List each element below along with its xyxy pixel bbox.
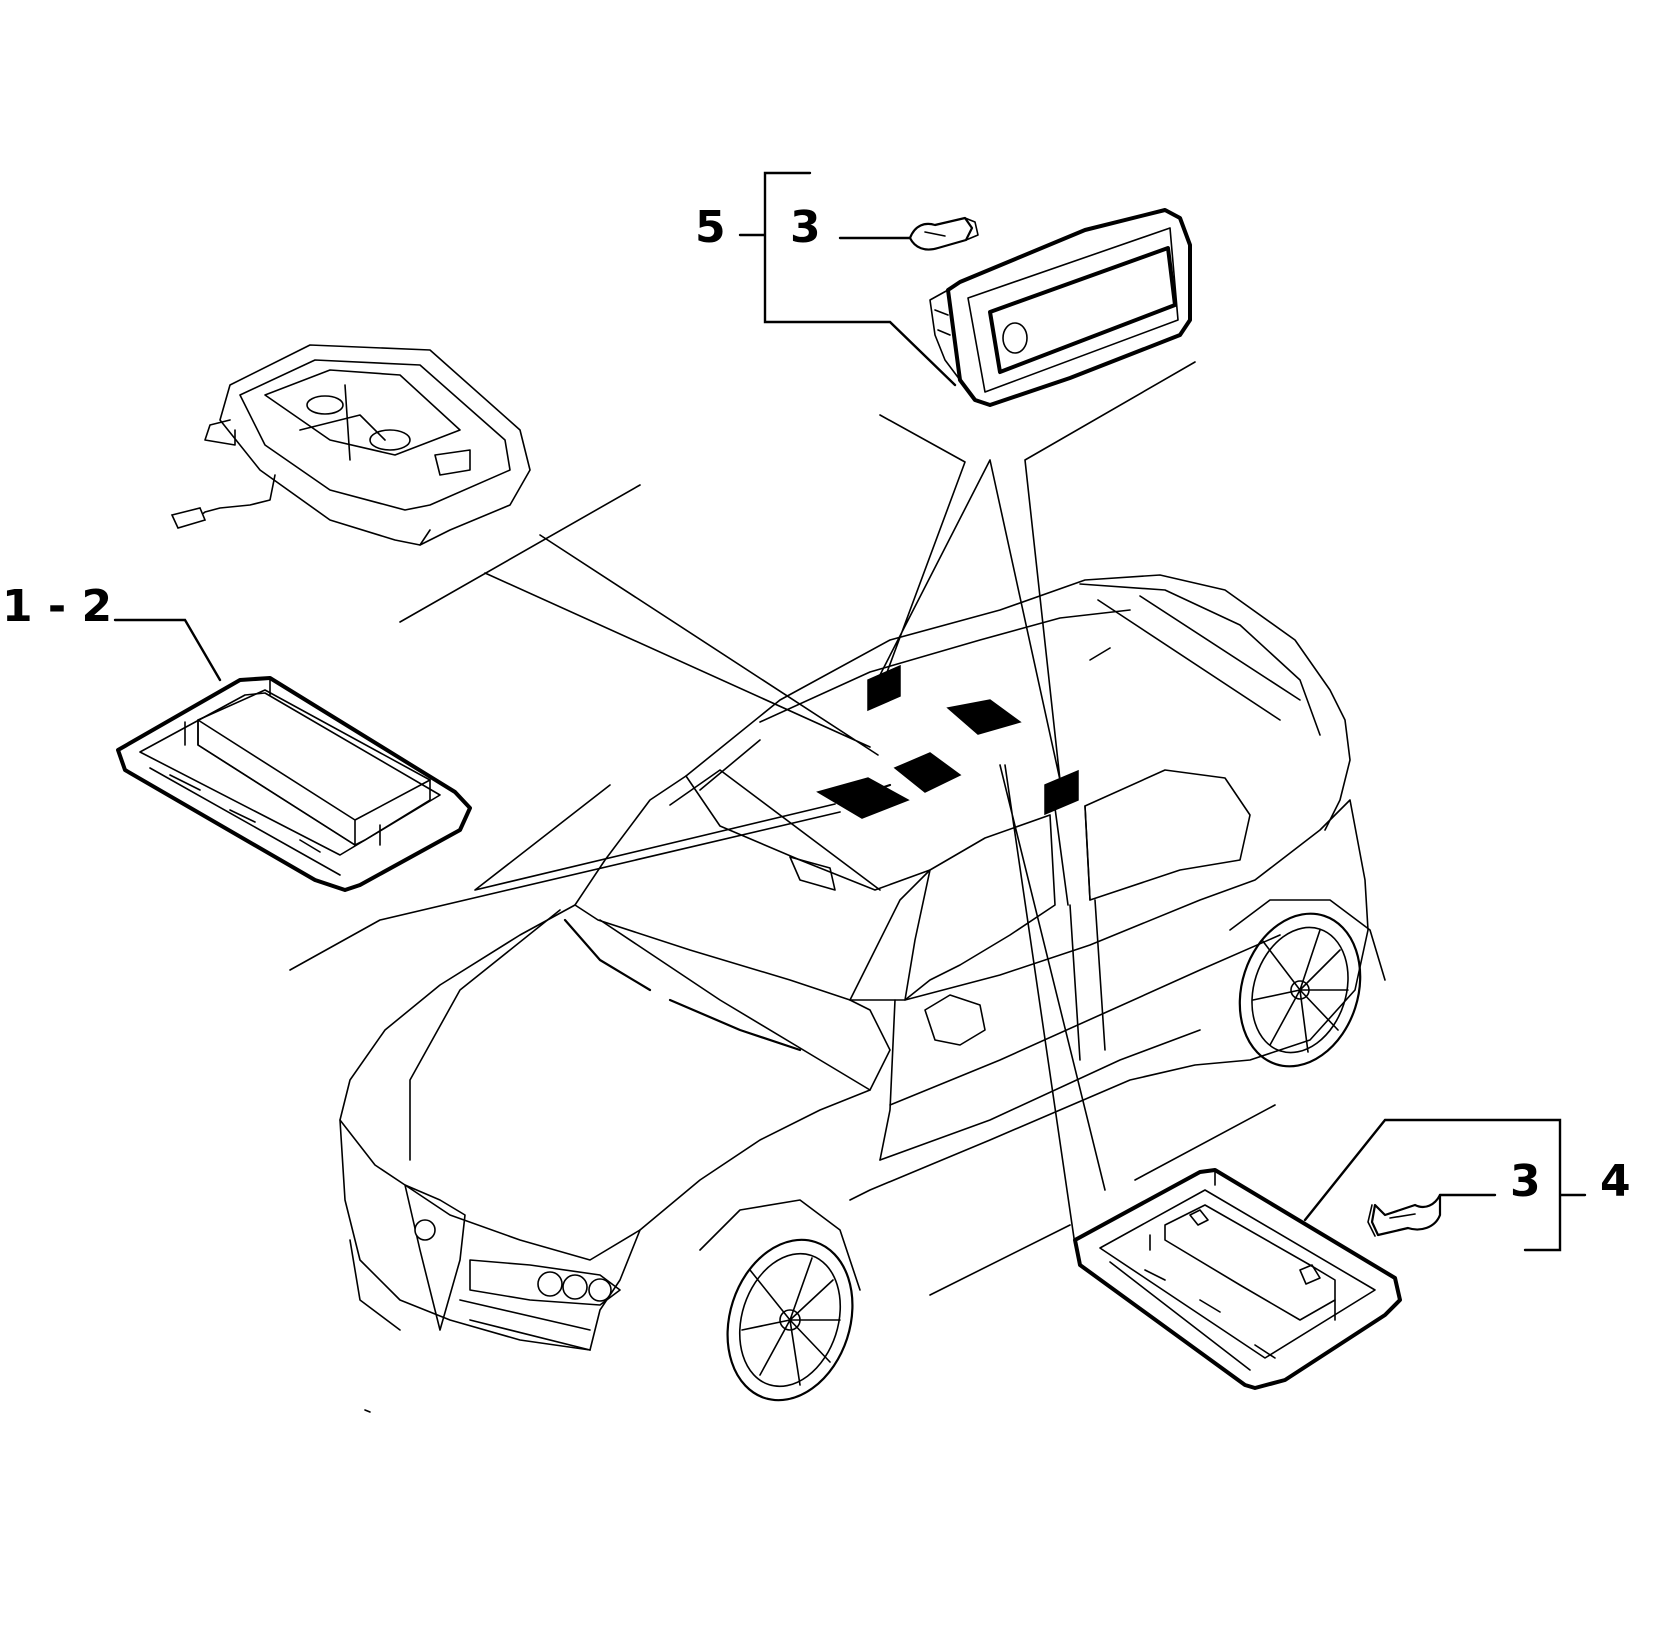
rear-side-window xyxy=(1084,769,1251,901)
marker-front-left-lamp xyxy=(867,664,901,712)
ground-mark xyxy=(364,1409,371,1413)
front-badge xyxy=(414,1219,436,1241)
leader-fan-1-2 xyxy=(289,784,841,971)
antenna xyxy=(1089,647,1111,661)
car-roof-inner-line xyxy=(759,609,1131,723)
part-3-bulb-top xyxy=(908,216,979,251)
part-upper-left-lamp-housing xyxy=(170,344,531,546)
front-side-window xyxy=(904,814,1056,1001)
b-pillar xyxy=(1054,805,1091,906)
front-bumper xyxy=(339,1119,641,1351)
marker-front-lamp xyxy=(893,752,962,793)
part-5-lamp xyxy=(929,208,1192,407)
windshield-frame xyxy=(669,739,881,891)
callout-part-5: 5 xyxy=(695,202,726,253)
front-wheel-arch xyxy=(699,1199,861,1291)
car-illustration xyxy=(339,574,1386,1413)
bracket-part-4 xyxy=(1303,1118,1587,1252)
headlight-lens-3 xyxy=(588,1278,612,1302)
callout-part-3-top: 3 xyxy=(790,202,821,253)
rear-view-mirror xyxy=(789,856,836,891)
upper-lamp-lens-1 xyxy=(306,395,344,415)
door-line xyxy=(879,899,1106,1161)
lamp-5-badge xyxy=(1002,322,1028,354)
leader-fan-part-4 xyxy=(929,764,1276,1296)
marker-center-lamp xyxy=(946,699,1022,735)
part-3-bulb-bottom xyxy=(1367,1193,1442,1237)
callout-part-3-bottom: 3 xyxy=(1510,1156,1541,1207)
leader-lines xyxy=(113,171,1587,1296)
part-1-2-dome-lamp xyxy=(116,676,472,892)
wire-connector xyxy=(170,507,207,529)
upper-lamp-lens-2 xyxy=(369,429,411,451)
rear-wheel xyxy=(1238,912,1362,1068)
headlight-lens-2 xyxy=(562,1274,588,1300)
headlight-lens-1 xyxy=(537,1271,563,1297)
hood xyxy=(339,904,891,1261)
roof-markers xyxy=(816,664,1079,819)
part-4-rear-lamp xyxy=(1073,1168,1402,1390)
car-roof-outline xyxy=(685,574,1351,831)
marker-connector xyxy=(873,783,892,792)
car-body-side xyxy=(849,799,1369,1201)
wiper-right xyxy=(668,998,802,1052)
leader-part-1-2 xyxy=(113,618,222,682)
front-grille-shield xyxy=(404,1184,466,1331)
marker-rear-right-lamp xyxy=(1044,769,1079,816)
marker-front-dome-lamp xyxy=(816,777,910,819)
hood-crease xyxy=(409,909,871,1161)
leader-fan-upper-left xyxy=(399,484,879,756)
leader-fan-part-5 xyxy=(879,361,1196,781)
rear-wheel-arch xyxy=(1229,899,1386,981)
wiper-left xyxy=(563,918,652,992)
body-character-line xyxy=(879,934,1281,1161)
headlight xyxy=(469,1259,621,1306)
callout-part-4: 4 xyxy=(1600,1156,1631,1207)
bracket-part-5 xyxy=(738,171,957,387)
callout-part-1-2: 1 - 2 xyxy=(2,581,113,632)
front-wheel xyxy=(726,1238,854,1402)
side-mirror xyxy=(924,994,986,1046)
wire-harness xyxy=(194,474,276,521)
rear-window xyxy=(1079,583,1321,736)
lower-grille xyxy=(349,1239,591,1351)
